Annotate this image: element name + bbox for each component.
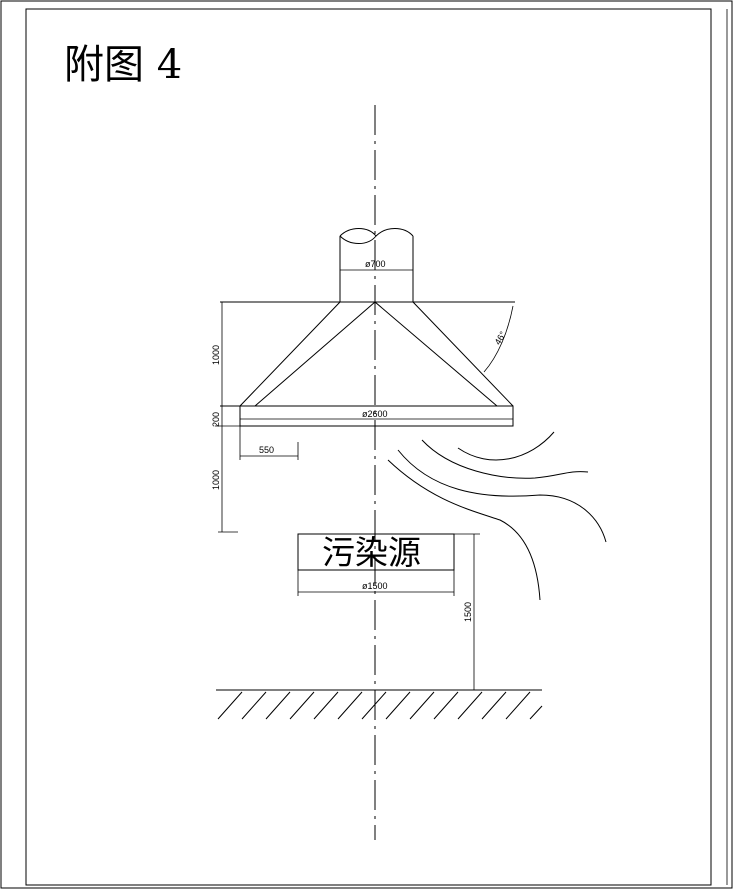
offset-width-label: 550 xyxy=(259,445,274,455)
rim-height-label: 200 xyxy=(211,412,221,427)
source-diameter-dimension xyxy=(297,570,455,596)
hood-body xyxy=(220,301,515,427)
page-title: 附图 4 xyxy=(64,42,182,88)
source-diameter-label: ø1500 xyxy=(362,581,388,591)
offset-dimension xyxy=(239,426,299,460)
angle-dimension xyxy=(483,305,514,373)
hood-height-label: 1000 xyxy=(211,345,221,365)
source-height-dimension xyxy=(454,533,480,690)
gap-height-label: 1000 xyxy=(211,470,221,490)
duct-pipe xyxy=(339,228,414,302)
pipe-diameter-label: ø700 xyxy=(365,259,386,269)
ground-hatching xyxy=(216,689,543,720)
inner-frame xyxy=(25,8,712,886)
smoke-plume-lines xyxy=(387,431,607,601)
source-height-label: 1500 xyxy=(463,602,473,622)
pollution-source-box xyxy=(297,533,455,571)
pollution-source-label: 污染源 xyxy=(322,533,421,572)
left-vertical-dimensions xyxy=(215,302,240,533)
hood-diameter-label: ø2600 xyxy=(362,409,388,419)
